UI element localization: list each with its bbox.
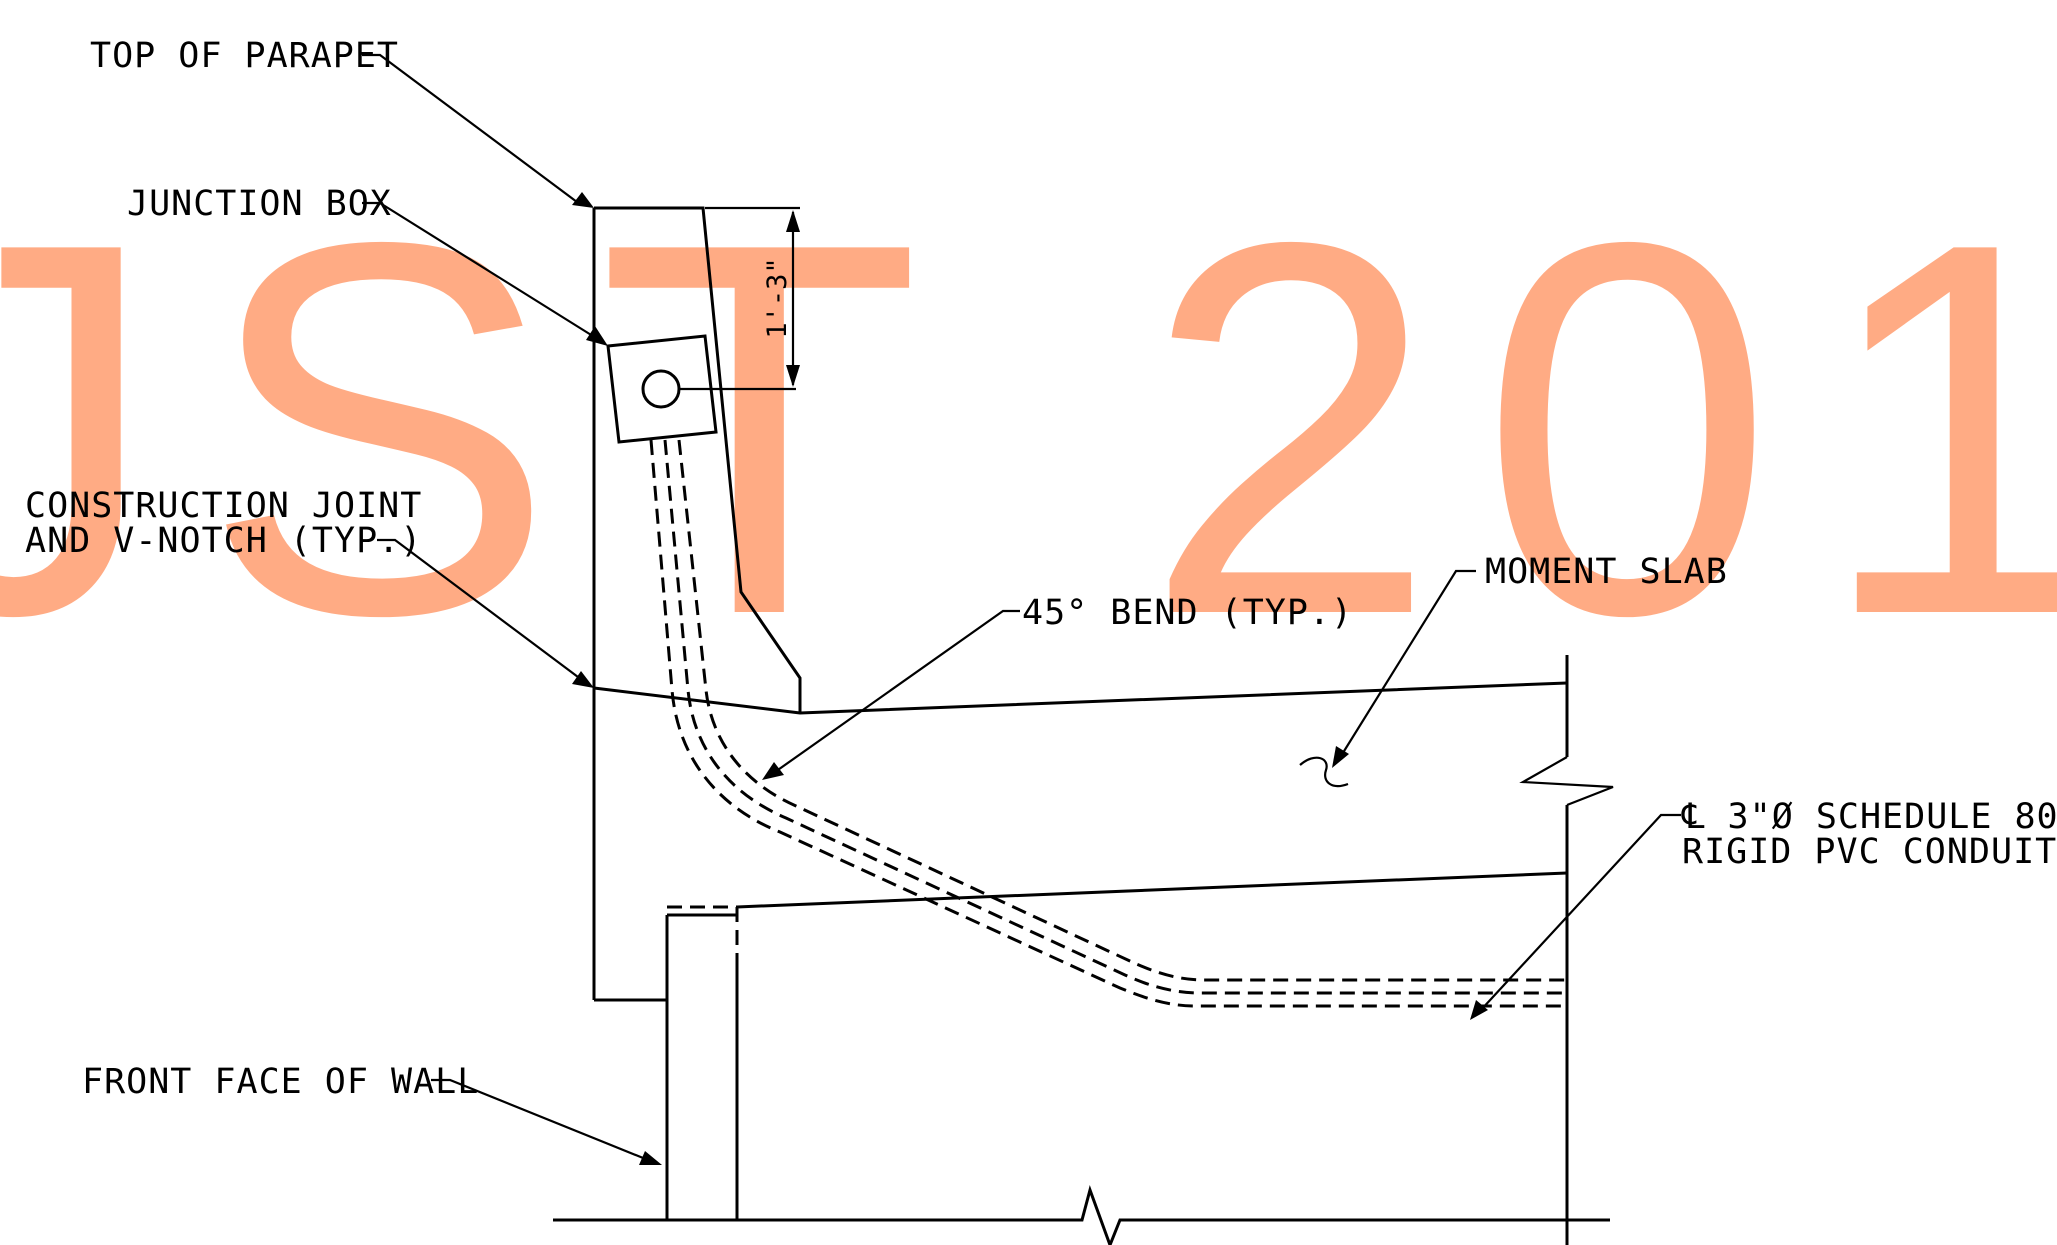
label-top-of-parapet: TOP OF PARAPET — [90, 36, 399, 76]
label-conduit-1: ℄ 3"Ø SCHEDULE 80 — [1681, 797, 2057, 837]
label-front-face-of-wall: FRONT FACE OF WALL — [82, 1062, 479, 1102]
label-moment-slab: MOMENT SLAB — [1485, 552, 1728, 592]
label-construction-joint-1: CONSTRUCTION JOINT — [25, 486, 422, 526]
leaders — [362, 53, 1681, 1165]
watermark: JST 2015 — [0, 133, 2057, 725]
callout-labels: TOP OF PARAPET JUNCTION BOX CONSTRUCTION… — [25, 36, 2057, 1102]
junction-box-shape — [606, 334, 796, 444]
pvc-conduit — [649, 439, 1567, 1008]
wall-outline — [665, 905, 739, 1220]
label-junction-box: JUNCTION BOX — [127, 184, 392, 224]
slab-break-mark — [1299, 756, 1349, 788]
ground-line-break — [553, 1185, 1610, 1245]
moment-slab-outline — [736, 655, 1614, 1245]
height-dimension-value: 1'-3" — [762, 257, 793, 338]
label-conduit-2: RIGID PVC CONDUIT — [1682, 832, 2057, 872]
height-dimension: 1'-3" — [705, 206, 800, 387]
label-45-bend: 45° BEND (TYP.) — [1022, 593, 1353, 633]
label-construction-joint-2: AND V-NOTCH (TYP.) — [25, 521, 422, 561]
construction-joint-line — [593, 681, 1568, 715]
